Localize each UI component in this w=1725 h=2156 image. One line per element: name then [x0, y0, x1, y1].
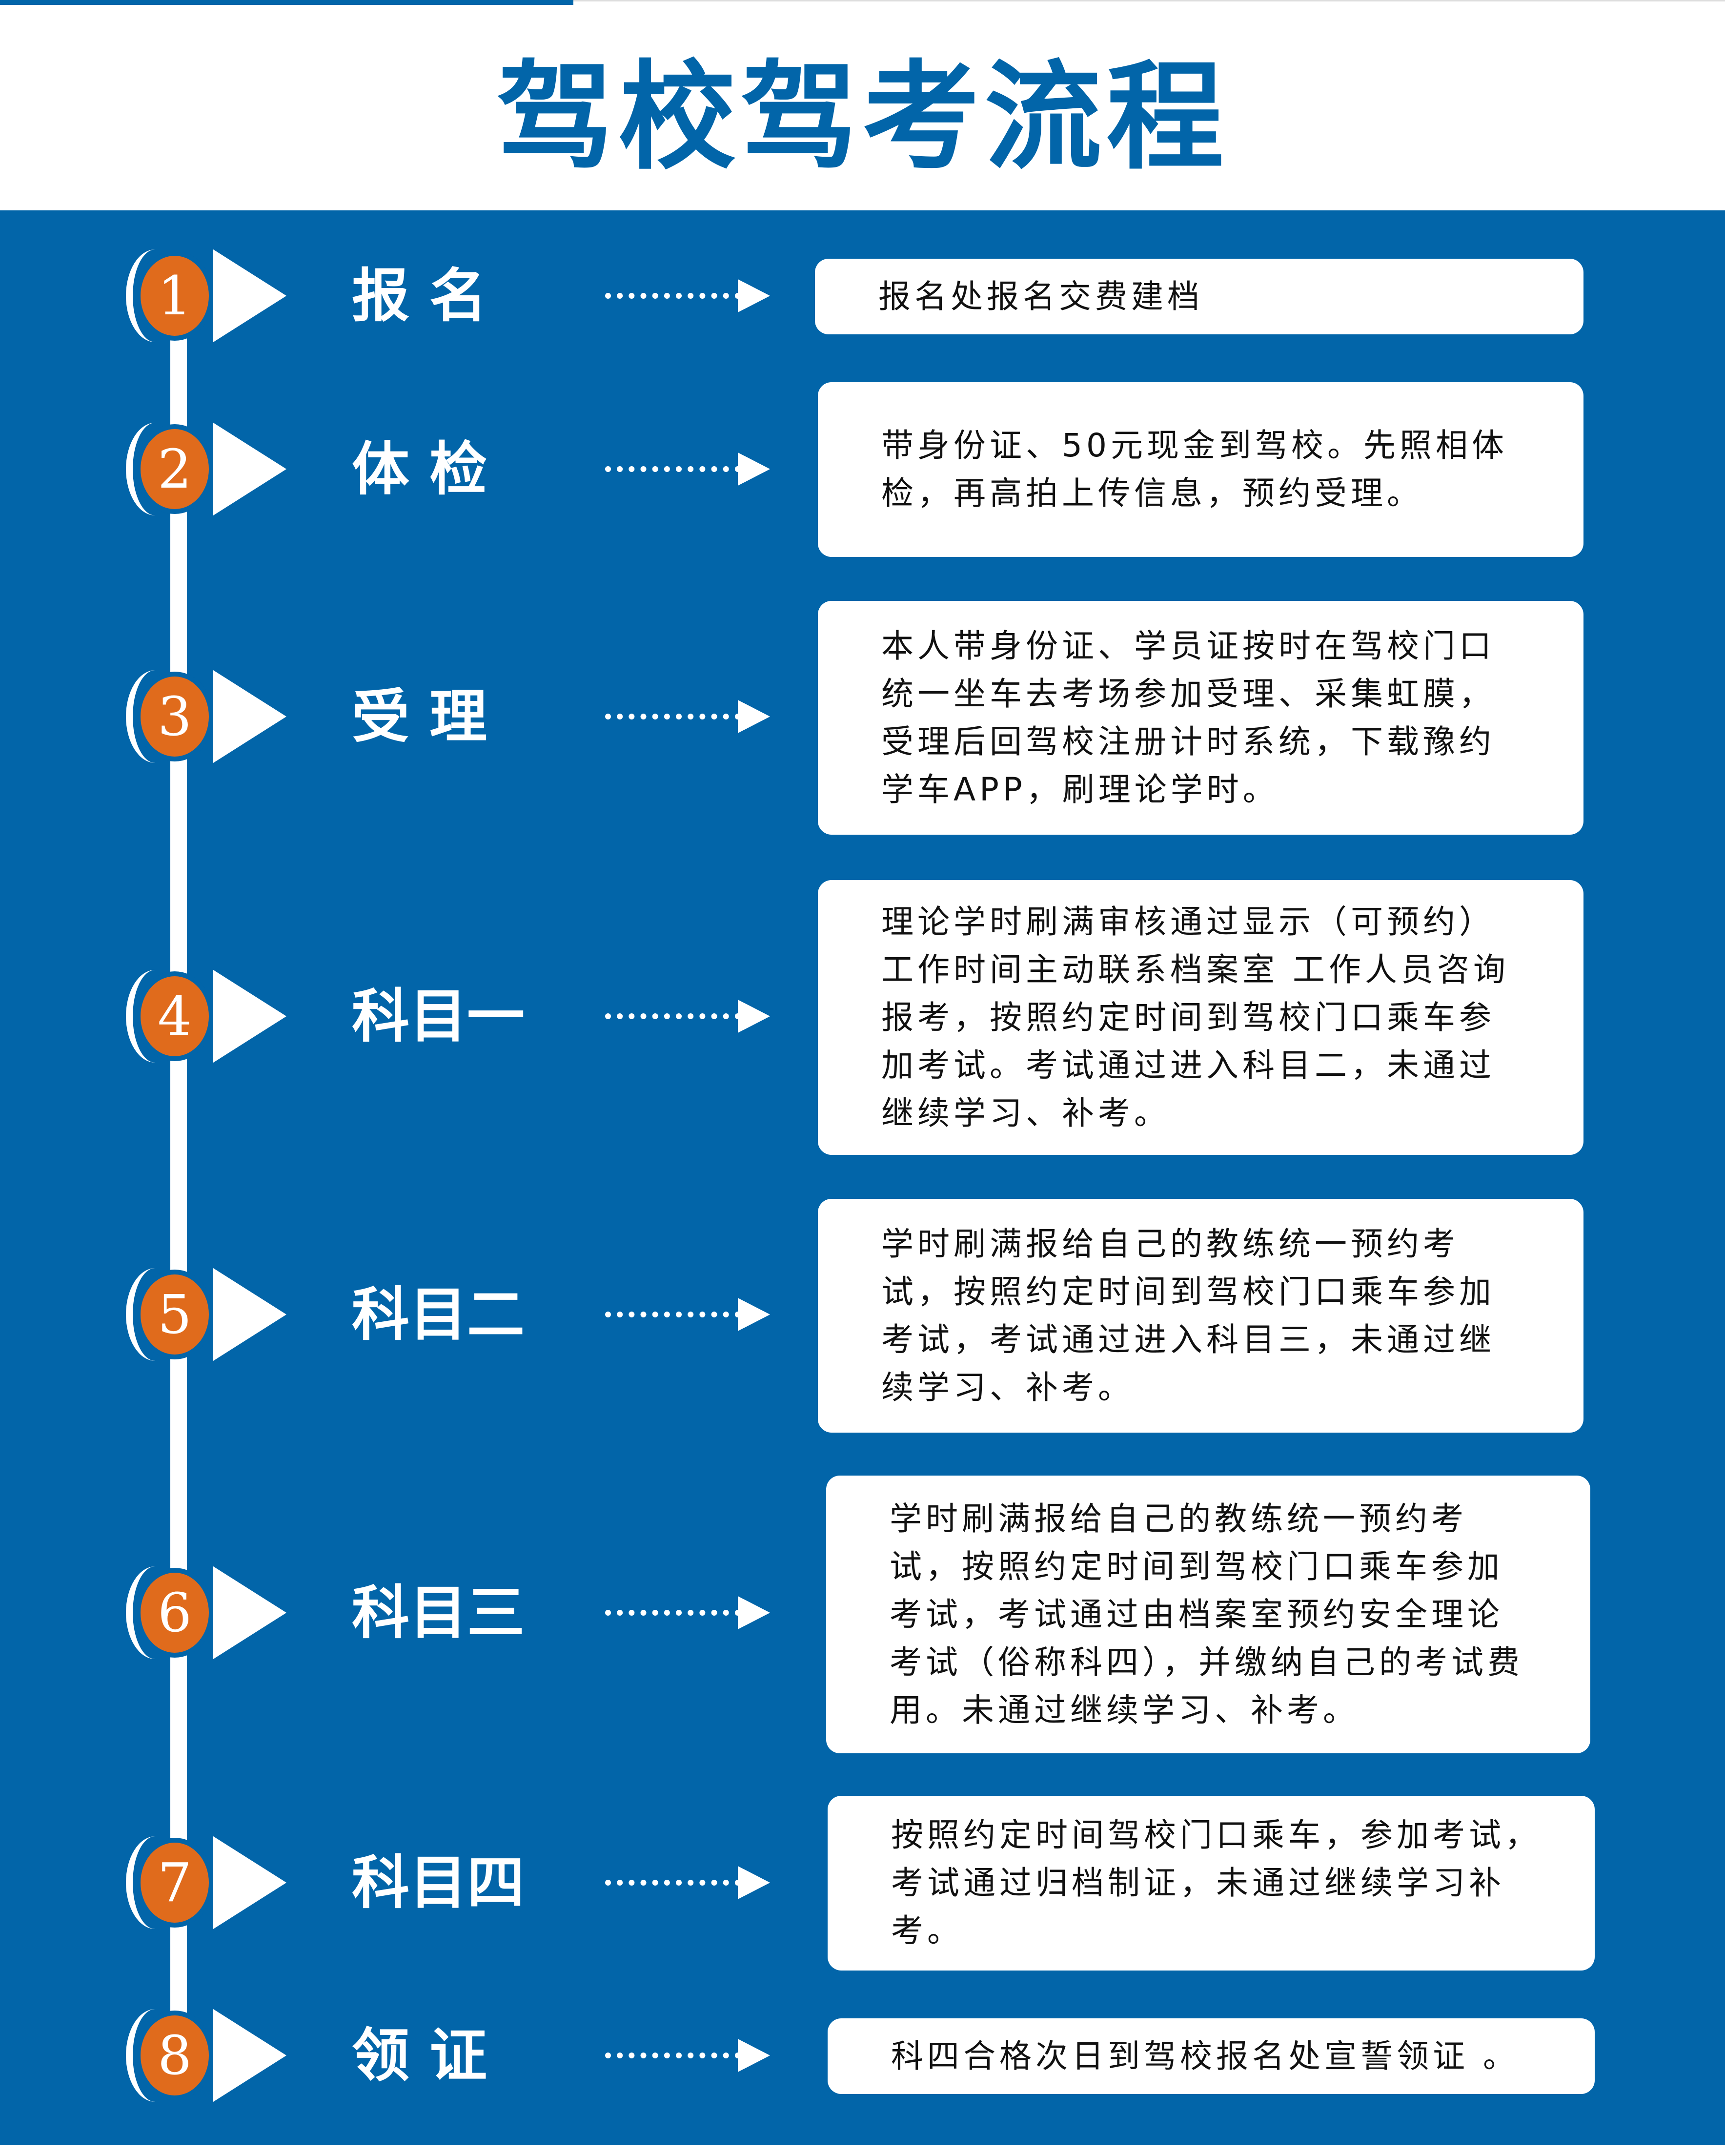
timeline-line: [170, 296, 187, 2055]
dotted-connector: [605, 293, 741, 299]
step-description: 带身份证、50元现金到驾校。先照相体检，再高拍上传信息，预约受理。: [881, 427, 1508, 512]
step-label: 科目四: [352, 1848, 525, 1916]
step-description: 学时刷满报给自己的教练统一预约考试，按照约定时间到驾校门口乘车参加考试，考试通过…: [881, 1225, 1495, 1406]
play-triangle-icon: [213, 1268, 286, 1361]
arrow-right-icon: [738, 1298, 770, 1331]
step-description-box: 科四合格次日到驾校报名处宣誓领证 。: [828, 2018, 1595, 2094]
step-label: 科目二: [352, 1280, 525, 1348]
top-divider: [573, 0, 1725, 1]
step-number-badge: 3: [136, 672, 214, 761]
step-description: 报名处报名交费建档: [878, 277, 1203, 315]
step-label: 受 理: [352, 682, 487, 750]
step-number-badge: 5: [136, 1270, 214, 1359]
arrow-right-icon: [738, 1596, 770, 1629]
step-label: 体 检: [352, 435, 487, 503]
step-description: 科四合格次日到驾校报名处宣誓领证 。: [891, 2037, 1519, 2075]
step-label: 领 证: [352, 2021, 487, 2089]
step-number-badge: 7: [136, 1838, 214, 1928]
dotted-connector: [605, 1880, 741, 1886]
arrow-right-icon: [738, 452, 770, 486]
step-number-badge: 6: [136, 1568, 214, 1658]
step-description-box: 按照约定时间驾校门口乘车，参加考试，考试通过归档制证，未通过继续学习补考。: [828, 1796, 1595, 1971]
step-number-badge: 4: [136, 971, 214, 1061]
step-description: 本人带身份证、学员证按时在驾校门口统一坐车去考场参加受理、采集虹膜，受理后回驾校…: [881, 627, 1495, 808]
arrow-right-icon: [738, 1000, 770, 1033]
play-triangle-icon: [213, 249, 286, 342]
step-number-badge: 8: [136, 2011, 214, 2100]
arrow-right-icon: [738, 2039, 770, 2072]
play-triangle-icon: [213, 1566, 286, 1659]
step-label: 科目三: [352, 1579, 525, 1646]
step-number-badge: 2: [136, 424, 214, 514]
play-triangle-icon: [213, 423, 286, 515]
dotted-connector: [605, 1312, 741, 1317]
play-triangle-icon: [213, 2009, 286, 2102]
dotted-connector: [605, 1610, 741, 1616]
step-description-box: 学时刷满报给自己的教练统一预约考试，按照约定时间到驾校门口乘车参加考试，考试通过…: [826, 1476, 1590, 1753]
dotted-connector: [605, 2053, 741, 2058]
step-description-box: 本人带身份证、学员证按时在驾校门口统一坐车去考场参加受理、采集虹膜，受理后回驾校…: [818, 601, 1583, 835]
dotted-connector: [605, 1013, 741, 1019]
arrow-right-icon: [738, 1866, 770, 1899]
step-description: 理论学时刷满审核通过显示（可预约）工作时间主动联系档案室 工作人员咨询报考，按照…: [881, 903, 1509, 1132]
arrow-right-icon: [738, 279, 770, 312]
dotted-connector: [605, 466, 741, 472]
step-description-box: 报名处报名交费建档: [815, 259, 1583, 334]
step-description: 按照约定时间驾校门口乘车，参加考试，考试通过归档制证，未通过继续学习补考。: [891, 1816, 1541, 1950]
play-triangle-icon: [213, 1836, 286, 1929]
play-triangle-icon: [213, 670, 286, 763]
top-accent-line: [0, 0, 573, 5]
step-label: 科目一: [352, 982, 525, 1050]
step-description-box: 带身份证、50元现金到驾校。先照相体检，再高拍上传信息，预约受理。: [818, 382, 1583, 557]
step-description-box: 理论学时刷满审核通过显示（可预约）工作时间主动联系档案室 工作人员咨询报考，按照…: [818, 880, 1583, 1155]
page-title: 驾校驾考流程: [496, 49, 1229, 185]
arrow-right-icon: [738, 700, 770, 733]
dotted-connector: [605, 714, 741, 719]
play-triangle-icon: [213, 970, 286, 1063]
step-label: 报 名: [352, 262, 487, 329]
step-number-badge: 1: [136, 251, 214, 341]
step-description-box: 学时刷满报给自己的教练统一预约考试，按照约定时间到驾校门口乘车参加考试，考试通过…: [818, 1199, 1583, 1433]
step-description: 学时刷满报给自己的教练统一预约考试，按照约定时间到驾校门口乘车参加考试，考试通过…: [890, 1499, 1523, 1729]
